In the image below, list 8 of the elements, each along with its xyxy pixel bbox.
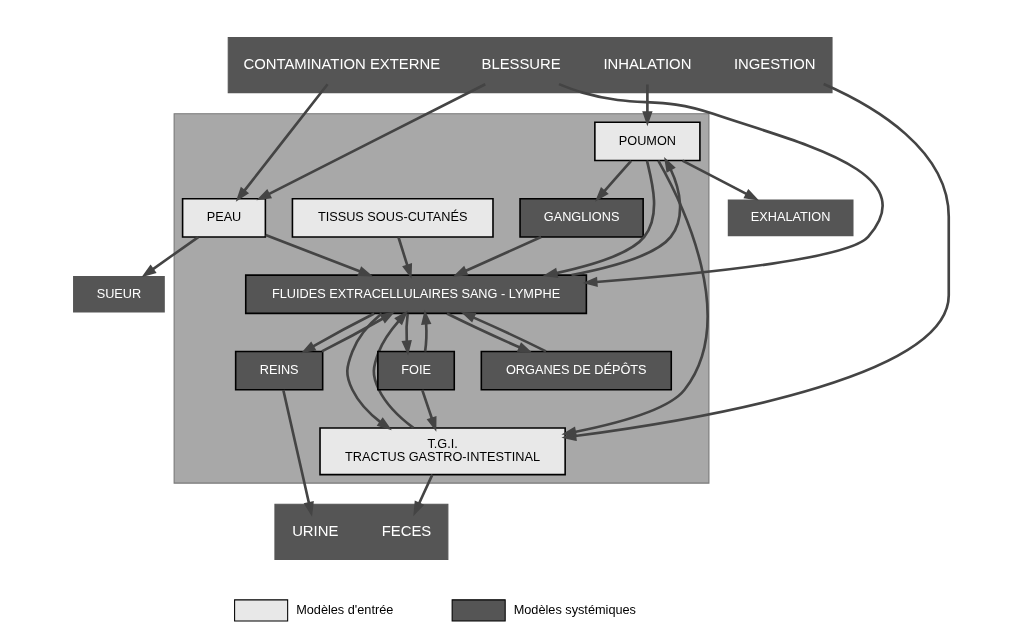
node-text: INGESTION [733, 55, 816, 72]
node-text: URINE [292, 522, 339, 539]
legend-label: Modèles systémiques [513, 601, 636, 617]
legend-label: Modèles d'entrée [296, 601, 394, 617]
node-text: INHALATION [603, 55, 692, 72]
node-text: BLESSURE [481, 55, 561, 72]
node-text: CONTAMINATION EXTERNE [243, 55, 441, 72]
node-text: FECES [381, 522, 432, 539]
